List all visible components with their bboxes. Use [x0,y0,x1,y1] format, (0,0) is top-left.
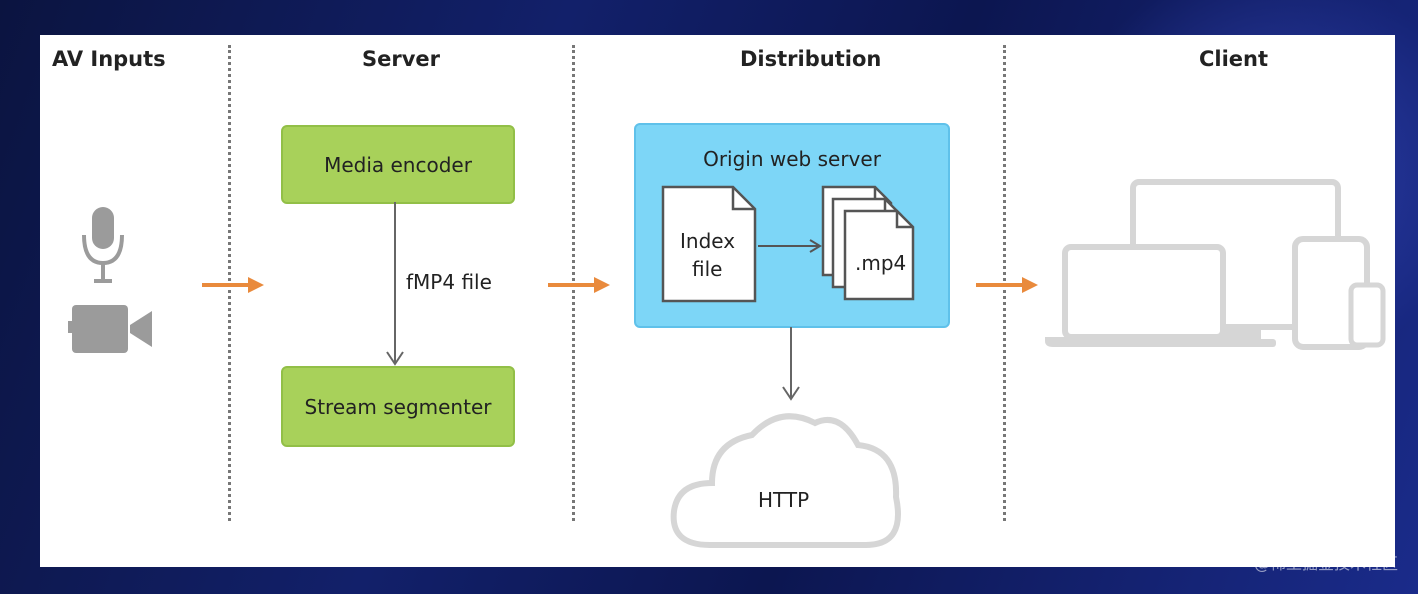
column-title-distribution: Distribution [740,47,882,71]
fmp4-file-label: fMP4 file [406,270,492,294]
origin-web-server-title: Origin web server [703,147,881,171]
media-encoder-label: Media encoder [324,152,472,177]
microphone-icon [82,207,124,283]
document-stack-icon [821,185,915,301]
laptop-icon [1045,244,1245,347]
arrow-av-to-server [202,277,264,293]
mp4-label: .mp4 [855,251,907,275]
arrow-origin-to-http [782,327,800,401]
phone-icon [1348,282,1386,348]
document-icon [661,185,757,303]
origin-web-server-box: Origin web server Index file .mp4 [634,123,950,328]
arrow-encoder-to-segmenter [386,202,404,366]
index-file-label-line1: Index [680,229,736,253]
arrow-index-to-mp4 [758,239,822,253]
video-camera-icon [68,305,152,353]
column-title-av-inputs: AV Inputs [52,47,166,71]
index-file-label-line2: file [692,257,723,281]
arrow-distribution-to-client [976,277,1038,293]
cloud-icon [670,413,901,548]
diagram-canvas: AV Inputs Server Distribution Client Med… [40,35,1395,567]
stream-segmenter-label: Stream segmenter [304,394,492,419]
client-devices [1045,179,1386,350]
media-encoder-box: Media encoder [281,125,515,204]
column-title-client: Client [1199,47,1269,71]
stream-segmenter-box: Stream segmenter [281,366,515,447]
arrow-server-to-distribution [548,277,610,293]
http-label: HTTP [758,488,810,512]
column-title-server: Server [362,47,441,71]
watermark: @稀土掘金技术社区 [1253,554,1398,573]
